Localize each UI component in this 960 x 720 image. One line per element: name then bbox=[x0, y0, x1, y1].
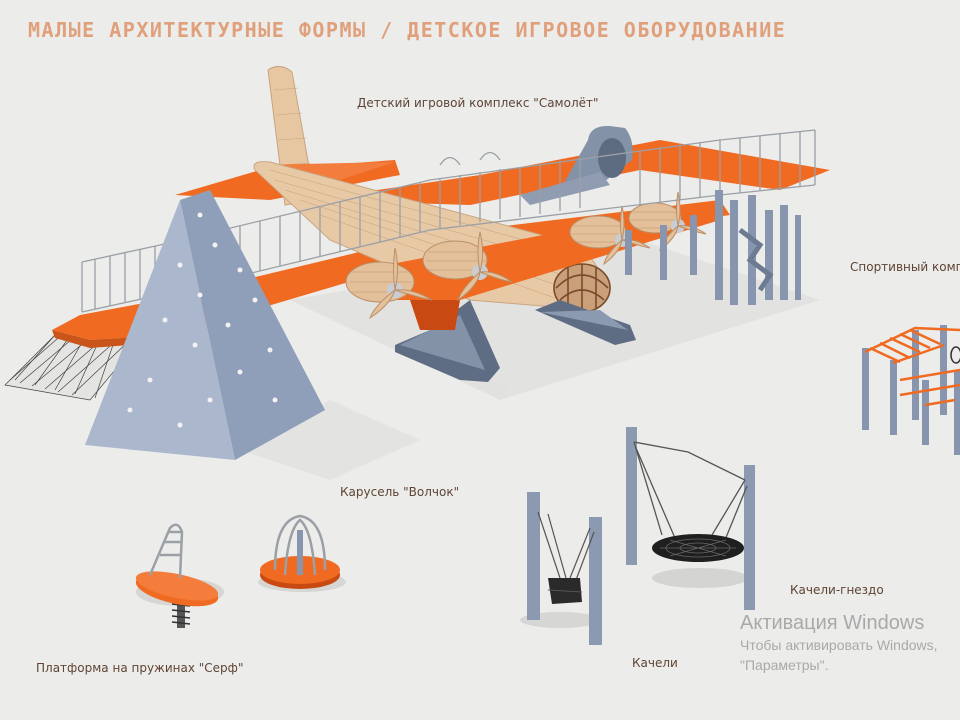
cockpit-cage bbox=[553, 263, 611, 313]
watermark-line-1: Чтобы активировать Windows, bbox=[740, 637, 938, 653]
sport-complex-label: Спортивный комп bbox=[850, 260, 960, 274]
sport-complex bbox=[862, 325, 960, 455]
engine-right-2 bbox=[628, 191, 707, 252]
climbing-pyramid bbox=[85, 190, 325, 460]
tube-slide bbox=[520, 125, 633, 205]
carousel-label: Карусель "Волчок" bbox=[340, 485, 460, 499]
landing-skis bbox=[395, 300, 636, 382]
carousel-volchok bbox=[258, 514, 346, 592]
railings bbox=[81, 129, 816, 313]
swing-label: Качели bbox=[632, 656, 678, 670]
watermark-title: Активация Windows bbox=[740, 612, 925, 634]
spring-platform-label: Платформа на пружинах "Серф" bbox=[36, 661, 244, 675]
climbing-net bbox=[4, 329, 141, 401]
windows-activation-watermark: Активация Windows Чтобы активировать Win… bbox=[740, 612, 938, 675]
watermark-line-2: "Параметры". bbox=[740, 657, 829, 673]
airplane-complex-label: Детский игровой комплекс "Самолёт" bbox=[357, 96, 599, 110]
tower-posts bbox=[625, 190, 801, 305]
swing bbox=[520, 492, 602, 645]
nest-swing bbox=[626, 427, 755, 610]
page-title: МАЛЫЕ АРХИТЕКТУРНЫЕ ФОРМЫ / ДЕТСКОЕ ИГРО… bbox=[28, 18, 787, 42]
nest-swing-label: Качели-гнездо bbox=[790, 583, 884, 597]
engine-left bbox=[345, 247, 433, 320]
spring-rider-surf bbox=[135, 523, 224, 628]
engine-middle bbox=[422, 231, 513, 302]
airplane-complex bbox=[52, 66, 830, 382]
